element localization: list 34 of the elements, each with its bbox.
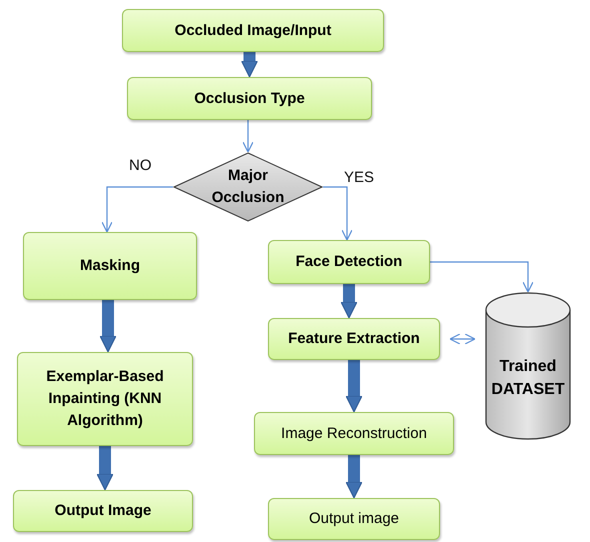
block-arrow (96, 446, 114, 490)
process-box (268, 498, 440, 540)
decision-diamond (173, 152, 323, 222)
block-arrow (340, 284, 358, 318)
process-box (254, 412, 454, 455)
process-box (268, 318, 440, 360)
node-label: Image Reconstruction (280, 424, 428, 444)
edge-label: NO (128, 158, 152, 173)
block-arrow (346, 360, 362, 412)
block-arrow (100, 300, 116, 352)
node-label: Exemplar-Based Inpainting (KNN Algorithm) (45, 367, 165, 431)
process-box (122, 9, 384, 52)
block-arrow (346, 455, 362, 498)
process-box (268, 240, 430, 284)
node-label: Masking (78, 256, 141, 276)
process-box (13, 490, 193, 532)
node-label: Major Occlusion (210, 166, 286, 208)
node-label: Occlusion Type (193, 88, 306, 109)
arrow (323, 186, 353, 241)
node-label: Occluded Image/Input (174, 20, 332, 41)
node-label: Output image (308, 509, 400, 530)
arrow (101, 186, 173, 233)
process-box (17, 352, 193, 446)
node-label: Feature Extraction (287, 329, 421, 350)
process-box (23, 232, 197, 300)
arrow (449, 333, 476, 345)
edge-label: YES (343, 170, 376, 185)
arrow (430, 261, 534, 293)
node-label: Face Detection (294, 252, 404, 272)
arrow (242, 120, 254, 153)
block-arrow (241, 52, 258, 78)
process-box (127, 77, 372, 120)
node-label: Output Image (54, 501, 152, 522)
node-label: Trained DATASET (490, 356, 566, 400)
